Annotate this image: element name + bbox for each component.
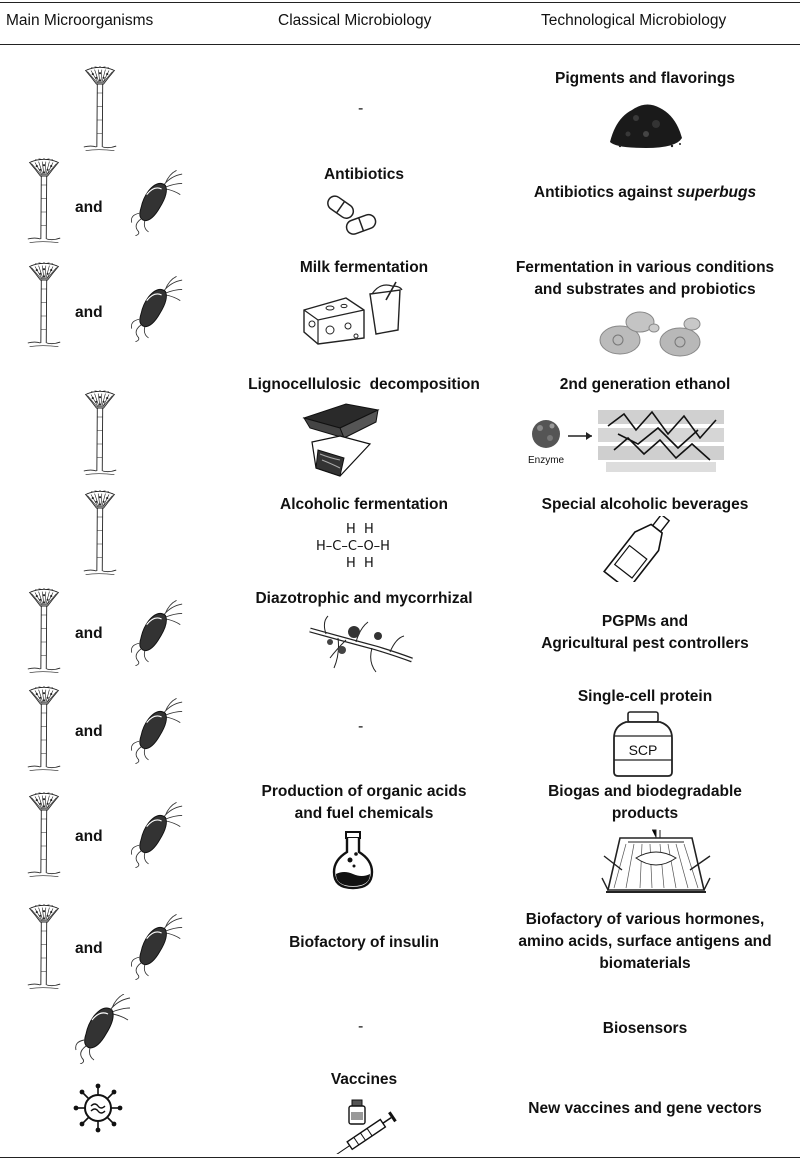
fungus-icon — [24, 904, 64, 994]
fungus-icon — [24, 686, 64, 776]
classical-milk-fermentation: Milk fermentation — [299, 259, 429, 276]
classical-diazotrophic-mycorrhizal: Diazotrophic and mycorrhizal — [255, 590, 473, 607]
tech-special-alcoholic-beverages: Special alcoholic beverages — [541, 496, 749, 513]
fungus-icon — [80, 390, 120, 480]
classical-lignocellulosic: Lignocellulosic decomposition — [248, 376, 480, 393]
empty-cell-dash: - — [358, 718, 364, 735]
scp-jar-icon — [613, 711, 673, 777]
fungus-icon — [24, 588, 64, 678]
tech-biosensors: Biosensors — [602, 1020, 688, 1037]
tech-antibiotics-superbugs: Antibiotics against superbugs — [533, 184, 757, 201]
root-nodules-icon — [309, 615, 413, 673]
bacterium-icon — [128, 170, 184, 236]
fungus-icon — [80, 490, 120, 580]
syringe-vial-icon — [334, 1099, 397, 1154]
enzyme-label: Enzyme — [528, 455, 565, 466]
virus-icon — [73, 1083, 123, 1133]
bottle-icon — [603, 516, 671, 582]
biogas-digester-icon — [601, 829, 711, 893]
capsule-pills-icon — [327, 195, 377, 235]
yeast-cells-icon — [599, 311, 701, 357]
fungus-icon — [24, 158, 64, 248]
empty-cell-dash: - — [358, 1018, 364, 1035]
tech-new-vaccines-gene-vectors: New vaccines and gene vectors — [528, 1100, 762, 1117]
classical-biofactory-insulin: Biofactory of insulin — [289, 934, 439, 951]
pigment-powder-icon — [610, 104, 682, 148]
and-connector: and — [75, 304, 103, 321]
fungus-icon — [24, 792, 64, 882]
bacterium-icon — [72, 994, 132, 1064]
tech-biofactory-hormones: Biofactory of various hormones,amino aci… — [518, 911, 772, 972]
empty-cell-dash: - — [358, 100, 364, 117]
bacterium-icon — [128, 914, 184, 980]
classical-alcoholic-fermentation: Alcoholic fermentation — [280, 496, 448, 513]
fungus-icon — [24, 262, 64, 352]
classical-antibiotics: Antibiotics — [323, 166, 405, 183]
bacterium-icon — [128, 802, 184, 868]
cheese-yogurt-icon — [303, 281, 403, 345]
tech-pigments-flavorings: Pigments and flavorings — [554, 70, 735, 87]
tech-2nd-generation-ethanol: 2nd generation ethanol — [559, 376, 731, 393]
and-connector: and — [75, 199, 103, 216]
bacterium-icon — [128, 698, 184, 764]
enzyme-lignocellulose-icon — [532, 410, 724, 472]
header-main-microorganisms: Main Microorganisms — [6, 12, 154, 29]
and-connector: and — [75, 723, 103, 740]
header-classical-microbiology: Classical Microbiology — [278, 12, 432, 29]
and-connector: and — [75, 940, 103, 957]
classical-vaccines: Vaccines — [330, 1071, 398, 1088]
bacterium-icon — [128, 276, 184, 342]
fungus-icon — [80, 66, 120, 156]
bacterium-icon — [128, 600, 184, 666]
tech-single-cell-protein: Single-cell protein — [577, 688, 713, 705]
header-technological-microbiology: Technological Microbiology — [541, 12, 727, 29]
and-connector: and — [75, 828, 103, 845]
scp-label: SCP — [628, 742, 658, 758]
and-connector: and — [75, 625, 103, 642]
wood-logs-icon — [302, 403, 380, 477]
flask-icon — [332, 831, 374, 890]
